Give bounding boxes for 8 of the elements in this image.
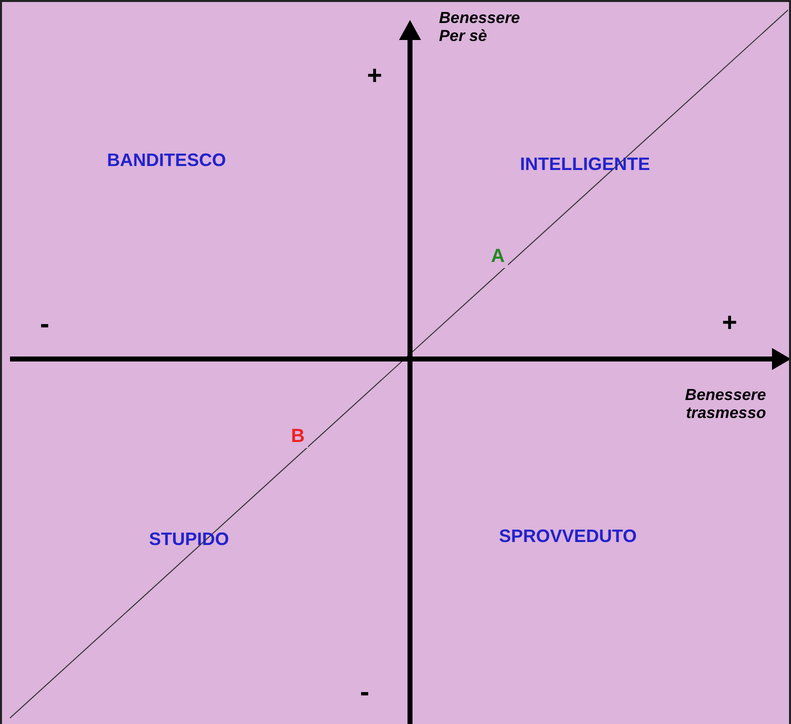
minus-sign: - — [360, 676, 370, 708]
plus-sign: + — [367, 60, 382, 91]
quadrant-label: SPROVVEDUTO — [499, 526, 637, 547]
axis-label: Benessere trasmesso — [684, 387, 766, 423]
quadrant-label: BANDITESCO — [107, 150, 226, 171]
axis-label: Benessere Per sè — [439, 10, 521, 46]
minus-sign: - — [40, 308, 50, 340]
plus-sign: + — [722, 307, 738, 338]
